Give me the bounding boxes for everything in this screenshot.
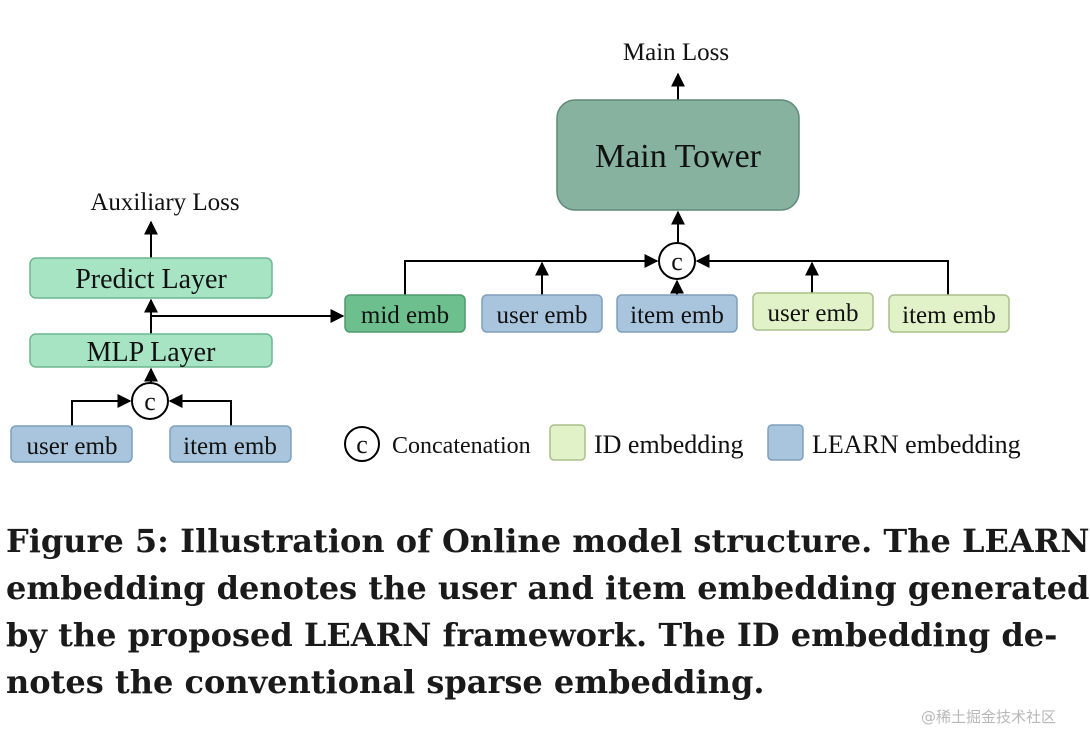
legend-learn-swatch (767, 424, 804, 461)
predict-layer-box (29, 257, 273, 299)
figure-caption: Figure 5: Illustration of Online model s… (6, 518, 1090, 706)
caption-line: notes the conventional sparse embedding. (6, 663, 765, 701)
aux-item-emb-box (169, 425, 292, 463)
tower-concat-symbol: c (671, 247, 683, 276)
tower-item-emb-learn-label: item emb (630, 302, 724, 329)
predict-layer-label: Predict Layer (75, 264, 227, 295)
aux-left-bus (71, 394, 132, 426)
aux-concat-symbol: c (144, 387, 156, 416)
legend-concat-symbol: c (356, 430, 368, 459)
mlp-layer-box (29, 333, 273, 368)
watermark: @稀土掘金技术社区 (920, 708, 1056, 726)
auxiliary-loss-label: Auxiliary Loss (90, 189, 239, 216)
model-structure-diagram: Main Loss Main Tower c mid emb user emb … (10, 39, 1021, 463)
caption-line: by the proposed LEARN framework. The ID … (6, 616, 1058, 654)
tower-user-emb-id-label: user emb (768, 300, 859, 327)
aux-user-emb-box (10, 425, 133, 463)
aux-item-emb-label: item emb (183, 433, 277, 460)
main-loss-label: Main Loss (623, 39, 729, 66)
legend-concat-label: Concatenation (392, 433, 531, 459)
aux-user-emb-label: user emb (27, 433, 118, 460)
tower-left-bus (404, 254, 659, 295)
tower-right-bus (695, 254, 949, 295)
mlp-layer-label: MLP Layer (87, 337, 216, 368)
mid-emb-box (344, 294, 466, 333)
tower-user-emb-learn-label: user emb (497, 302, 588, 329)
tower-item-emb-id-label: item emb (902, 302, 996, 329)
tower-user-emb-id-box (752, 292, 874, 331)
main-tower-label: Main Tower (595, 138, 762, 175)
legend-concat-icon (344, 426, 380, 462)
caption-line: Figure 5: Illustration of Online model s… (6, 522, 1090, 560)
aux-right-bus (168, 394, 232, 426)
aux-concat-icon (131, 382, 169, 420)
mid-emb-label: mid emb (361, 302, 449, 329)
tower-user-emb-learn-box (481, 294, 603, 333)
main-tower-box (556, 99, 800, 211)
legend-id-swatch (549, 424, 586, 461)
tower-item-emb-id-box (888, 294, 1010, 333)
tower-concat-icon (658, 242, 696, 280)
legend-id-label: ID embedding (594, 430, 743, 459)
legend-learn-label: LEARN embedding (812, 430, 1021, 459)
legend: c Concatenation ID embedding LEARN embed… (344, 424, 1021, 462)
tower-item-emb-learn-box (616, 294, 738, 333)
caption-line: embedding denotes the user and item embe… (6, 569, 1090, 607)
